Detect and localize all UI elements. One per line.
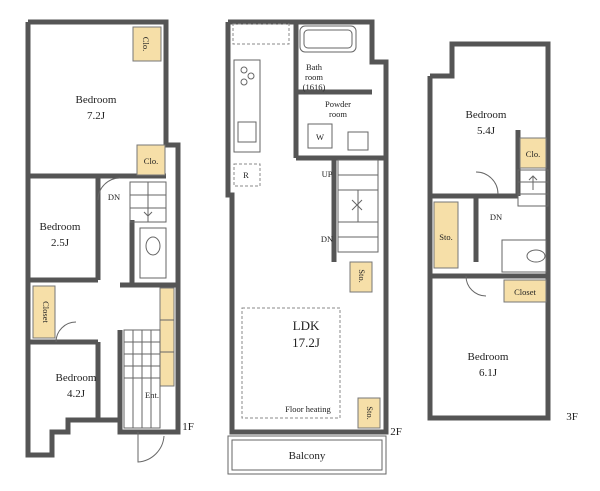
f3-stair bbox=[517, 169, 549, 207]
f3-stair-arrow-icon bbox=[528, 175, 538, 190]
f2-fridge-mark: R bbox=[243, 170, 249, 180]
f2-balcony-shape bbox=[227, 435, 387, 475]
f2-bath-line2: room bbox=[305, 72, 323, 82]
f1-toilet-room bbox=[139, 227, 167, 279]
f3-storage-label: Sto. bbox=[439, 232, 452, 242]
f2-bath-size: (1616) bbox=[303, 82, 326, 92]
f3-storage-shape bbox=[433, 201, 459, 269]
f1-shoe-shelf bbox=[159, 287, 175, 387]
f1-door-swing-icon bbox=[55, 321, 77, 343]
f2-floor-heating-area bbox=[241, 307, 341, 419]
f2-outer-wall bbox=[225, 19, 389, 435]
f3-toilet-room bbox=[501, 239, 547, 273]
f1-door-swing-icon bbox=[97, 177, 121, 201]
f1-bedroom-c-name: Bedroom bbox=[56, 372, 97, 384]
f1-clo-mid-shape bbox=[136, 144, 166, 176]
f2-stove-icon bbox=[240, 78, 248, 86]
f2-kitchen-sink-icon bbox=[237, 121, 257, 143]
floor-2f: Bath room (1616) Powder room W R UP DN L… bbox=[225, 19, 402, 475]
f1-entry-door-icon bbox=[137, 432, 165, 463]
floor-1f: Bedroom 7.2J Bedroom 2.5J Bedroom 4.2J C… bbox=[25, 19, 194, 463]
f2-balcony-label: Balcony bbox=[289, 450, 326, 462]
f2-washer-mark: W bbox=[316, 132, 324, 142]
f3-floor-label: 3F bbox=[566, 411, 578, 423]
f2-bathtub-icon bbox=[299, 25, 357, 53]
f1-entrance-label: Ent. bbox=[145, 390, 159, 400]
f1-bedroom-b-size: 2.5J bbox=[51, 237, 70, 249]
f2-upper-cabinet bbox=[232, 23, 290, 45]
f3-bedroom-b-size: 6.1J bbox=[479, 367, 498, 379]
f2-stair bbox=[337, 159, 379, 253]
f3-door-swing-icon bbox=[465, 275, 487, 297]
f2-balcony-inner bbox=[231, 439, 383, 471]
f1-floor-label: 1F bbox=[182, 421, 194, 433]
f1-stair-arrow-icon bbox=[143, 200, 153, 217]
f2-stove-icon bbox=[240, 66, 248, 74]
f3-door-swing-icon bbox=[475, 171, 499, 195]
f2-floor-heating-label: Floor heating bbox=[285, 404, 331, 414]
f2-storage-a-shape bbox=[349, 261, 373, 293]
f2-stair-arrow-icon bbox=[351, 199, 363, 211]
f2-washer-icon bbox=[307, 123, 333, 149]
f2-powder-line1: Powder bbox=[325, 99, 351, 109]
f1-bedroom-c-size: 4.2J bbox=[67, 388, 86, 400]
f3-closet-label: Closet bbox=[514, 287, 536, 297]
f1-entrance-tiles bbox=[123, 329, 161, 429]
f3-outer-wall bbox=[427, 41, 551, 421]
f2-bath-line1: Bath bbox=[306, 62, 323, 72]
f2-sink-icon bbox=[347, 131, 369, 151]
f3-clo-label: Clo. bbox=[526, 149, 540, 159]
f2-up-label: UP bbox=[322, 169, 333, 179]
f1-bedroom-a-size: 7.2J bbox=[87, 110, 106, 122]
f2-kitchen-counter bbox=[233, 59, 261, 153]
f2-floor-label: 2F bbox=[390, 426, 402, 438]
f2-fridge-space bbox=[233, 163, 261, 187]
f1-bedroom-a-name: Bedroom bbox=[76, 94, 117, 106]
f1-closet-shape bbox=[32, 285, 56, 339]
f1-downstairs-label: DN bbox=[108, 192, 120, 202]
f1-closet-label: Closet bbox=[41, 301, 51, 323]
f1-clo-top-shape bbox=[132, 26, 162, 62]
f2-storage-b-label: Sto. bbox=[365, 406, 375, 419]
f2-bathtub-inner bbox=[303, 29, 353, 49]
f1-bedroom-b-name: Bedroom bbox=[40, 221, 81, 233]
f3-bedroom-a-size: 5.4J bbox=[477, 125, 496, 137]
f2-storage-a-label: Sto. bbox=[357, 269, 367, 282]
f2-downstairs-label: DN bbox=[321, 234, 333, 244]
f1-toilet-icon bbox=[145, 236, 161, 256]
f3-clo-shape bbox=[519, 137, 547, 169]
f1-clo-top-label: Clo. bbox=[141, 37, 151, 51]
f2-powder-line2: room bbox=[329, 109, 347, 119]
f3-bedroom-a-name: Bedroom bbox=[466, 109, 507, 121]
f2-storage-b-shape bbox=[357, 397, 381, 429]
f3-downstairs-label: DN bbox=[490, 212, 502, 222]
f2-stove-icon bbox=[247, 72, 255, 80]
f3-bedroom-b-name: Bedroom bbox=[468, 351, 509, 363]
f2-ldk-name: LDK bbox=[293, 318, 320, 333]
f3-closet-shape bbox=[503, 279, 547, 303]
floor-3f: Bedroom 5.4J Bedroom 6.1J Clo. Sto. Clos… bbox=[427, 41, 578, 423]
f3-toilet-icon bbox=[526, 249, 546, 263]
f1-clo-mid-label: Clo. bbox=[144, 156, 158, 166]
f2-ldk-size: 17.2J bbox=[292, 335, 320, 350]
